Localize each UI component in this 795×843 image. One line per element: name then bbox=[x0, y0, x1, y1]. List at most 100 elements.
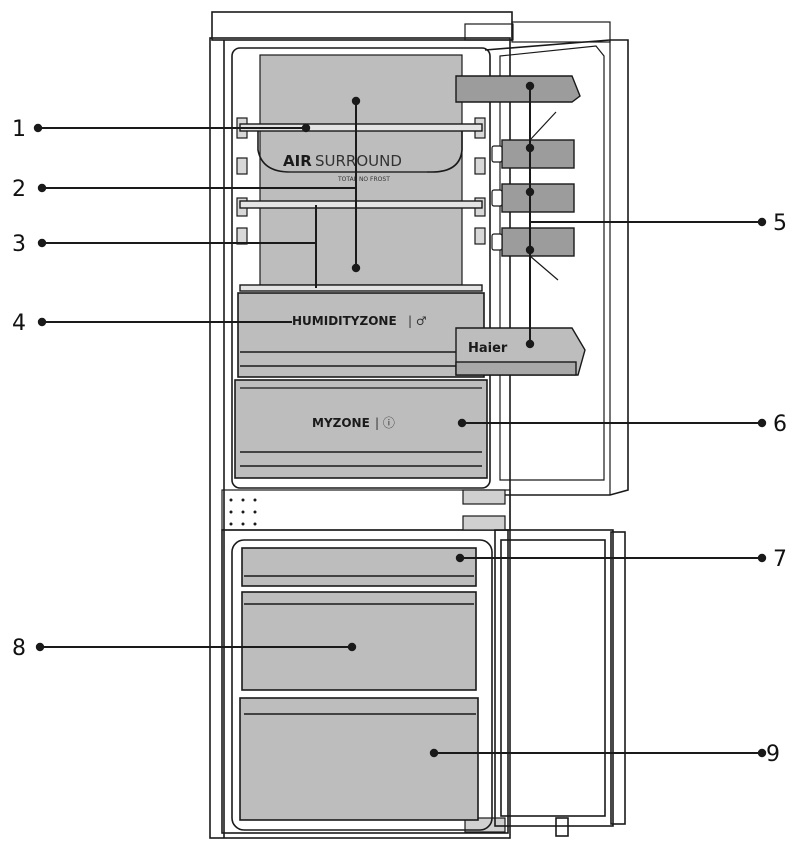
freezer-drawer-bottom-front bbox=[239, 697, 479, 821]
rail-left-2 bbox=[236, 157, 248, 175]
vent-dot bbox=[241, 522, 245, 526]
vent-dot bbox=[241, 510, 245, 514]
door-knobs bbox=[491, 145, 503, 251]
freezer-door-foot bbox=[555, 817, 569, 837]
leader-5-dot-5 bbox=[525, 339, 535, 349]
air-surround-rest: SURROUND bbox=[315, 152, 402, 170]
leader-5-dot-3 bbox=[525, 187, 535, 197]
door-knob bbox=[491, 233, 503, 251]
door-hinge-top-cap bbox=[511, 21, 611, 43]
air-surround-panel bbox=[259, 54, 463, 286]
air-surround-bold: AIR bbox=[283, 152, 312, 170]
fridge-door: Haier bbox=[455, 21, 629, 833]
leader-lines bbox=[33, 81, 767, 758]
vent-dot bbox=[253, 498, 257, 502]
door-bin-top bbox=[455, 75, 581, 103]
shelf-middle bbox=[239, 200, 483, 209]
rail-left-4 bbox=[236, 227, 248, 245]
freezer-compartment bbox=[231, 529, 626, 837]
cabinet-top-trim bbox=[211, 11, 513, 41]
mid-hinge-upper bbox=[462, 489, 506, 505]
my-zone-label: MYZONE bbox=[312, 416, 370, 430]
vent-dots bbox=[229, 498, 257, 526]
callout-numbers: 1 2 3 4 5 6 7 8 9 bbox=[12, 117, 787, 767]
vent-dot bbox=[253, 510, 257, 514]
leader-2-dot-bottom bbox=[351, 263, 361, 273]
leader-1-start bbox=[33, 123, 43, 133]
callout-3: 3 bbox=[12, 232, 26, 257]
freezer-door-edge bbox=[610, 531, 626, 825]
callout-6: 6 bbox=[773, 412, 787, 437]
callout-5: 5 bbox=[773, 211, 787, 236]
door-gasket bbox=[499, 45, 605, 481]
mid-hinges bbox=[462, 489, 506, 833]
door-bin-bracket bbox=[529, 111, 559, 281]
leader-6-end bbox=[757, 418, 767, 428]
vent-dot bbox=[241, 498, 245, 502]
vent-dot bbox=[229, 510, 233, 514]
freezer-drawer-top bbox=[241, 547, 477, 587]
door-bin-egg-2 bbox=[501, 183, 575, 213]
leader-5-end bbox=[757, 217, 767, 227]
leader-4-start bbox=[37, 317, 47, 327]
leader-5-dot-1 bbox=[525, 81, 535, 91]
door-hinge-top bbox=[464, 23, 514, 41]
mid-hinge-lower bbox=[462, 515, 506, 531]
freezer-drawer-middle bbox=[241, 591, 477, 691]
leader-1-dot bbox=[301, 123, 311, 133]
door-bin-bottom-lip bbox=[455, 361, 577, 376]
callout-8: 8 bbox=[12, 636, 26, 661]
callout-2: 2 bbox=[12, 177, 26, 202]
fridge-interior bbox=[231, 47, 491, 489]
leader-9-end bbox=[757, 748, 767, 758]
freezer-drawer-top-front bbox=[241, 547, 477, 587]
my-zone-icon: | ⓘ bbox=[375, 416, 395, 430]
leader-5-dot-2 bbox=[525, 143, 535, 153]
humidity-zone-front bbox=[237, 292, 485, 378]
my-zone-drawer: MYZONE | ⓘ bbox=[234, 379, 488, 479]
fridge-door-frame bbox=[484, 39, 629, 496]
leader-5-dot-4 bbox=[525, 245, 535, 255]
freezer-interior bbox=[231, 539, 493, 831]
control-panel bbox=[221, 489, 511, 531]
leader-3-start bbox=[37, 238, 47, 248]
leader-8-dot bbox=[347, 642, 357, 652]
vent-dot bbox=[229, 522, 233, 526]
callout-4: 4 bbox=[12, 311, 26, 336]
door-bin-egg-1 bbox=[501, 139, 575, 169]
leader-8-start bbox=[35, 642, 45, 652]
leader-7-dot bbox=[455, 553, 465, 563]
callout-7: 7 bbox=[773, 547, 787, 572]
mid-panel bbox=[221, 489, 511, 531]
brand-logo: Haier bbox=[468, 341, 508, 356]
humidity-zone-label: HUMIDITYZONE bbox=[292, 314, 397, 328]
freezer-drawer-bottom bbox=[239, 697, 479, 821]
rail-right-2 bbox=[474, 157, 486, 175]
humidity-zone-drawer: HUMIDITYZONE | ♂ bbox=[237, 292, 485, 378]
total-no-frost-label: TOTAL NO FROST bbox=[337, 176, 390, 183]
vent-dot bbox=[253, 522, 257, 526]
door-knob bbox=[491, 145, 503, 163]
shelf-bottom bbox=[239, 284, 483, 292]
door-knob bbox=[491, 189, 503, 207]
freezer-door-frame bbox=[494, 529, 614, 827]
freezer-drawer-middle-front bbox=[241, 591, 477, 691]
cabinet-body bbox=[209, 37, 511, 839]
freezer-door bbox=[494, 529, 626, 837]
fridge-compartment: AIR SURROUND TOTAL NO FROST HUMIDITYZONE… bbox=[221, 47, 511, 531]
my-zone-front bbox=[234, 379, 488, 479]
leader-9-dot bbox=[429, 748, 439, 758]
humidity-zone-icon: | ♂ bbox=[408, 314, 427, 328]
vent-dot bbox=[229, 498, 233, 502]
door-bin-egg-3 bbox=[501, 227, 575, 257]
leader-7-end bbox=[757, 553, 767, 563]
leader-6-dot bbox=[457, 418, 467, 428]
callout-1: 1 bbox=[12, 117, 26, 142]
freezer-door-gasket bbox=[500, 539, 606, 817]
leader-2-start bbox=[37, 183, 47, 193]
leader-2-dot-top bbox=[351, 96, 361, 106]
callout-9: 9 bbox=[766, 742, 780, 767]
rail-right-4 bbox=[474, 227, 486, 245]
door-bins bbox=[455, 75, 586, 376]
